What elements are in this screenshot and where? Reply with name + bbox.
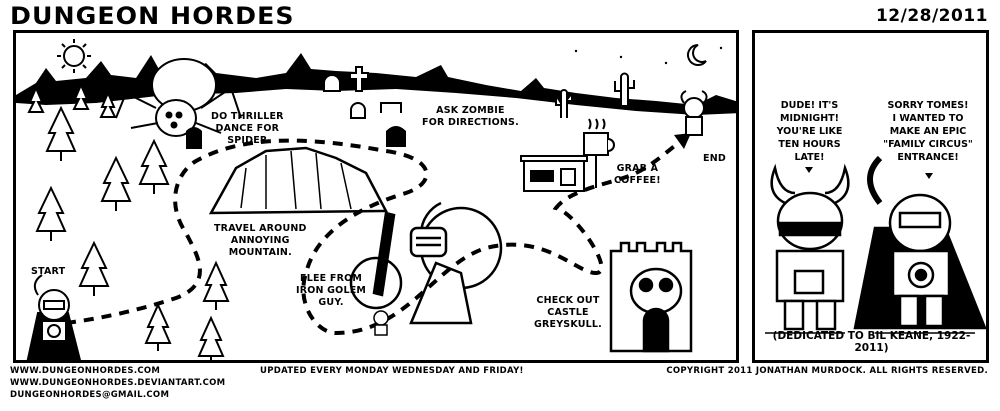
coffee-mug-sign (583, 118, 615, 188)
castle-greyskull (609, 241, 693, 353)
end-arrow (674, 133, 691, 149)
sun-icon (57, 39, 91, 73)
deviantart-link[interactable]: WWW.DUNGEONHORDES.DEVIANTART.COM (10, 378, 226, 388)
map-illustration (16, 39, 736, 360)
caption-golem: FLEE FROM IRON GOLEM GUY. (296, 273, 367, 308)
dialogue-panel: DUDE! IT'S MIDNIGHT! YOU'RE LIKE TEN HOU… (752, 30, 989, 363)
website-link[interactable]: WWW.DUNGEONHORDES.COM (10, 366, 161, 376)
caption-castle: CHECK OUT CASTLE GREYSKULL. (534, 295, 602, 330)
footer-links: WWW.DUNGEONHORDES.COM WWW.DUNGEONHORDES.… (10, 365, 225, 401)
update-schedule: UPDATED EVERY MONDAY WEDNESDAY AND FRIDA… (260, 366, 524, 376)
hills-silhouette (16, 53, 736, 115)
hero-character (853, 155, 986, 330)
zombie-character (386, 126, 406, 147)
speech-pointer-left (805, 167, 813, 173)
email-link[interactable]: DUNGEONHORDES@GMAIL.COM (10, 390, 170, 400)
spider-illustration (115, 58, 242, 137)
caption-zombie: ASK ZOMBIE FOR DIRECTIONS. (422, 105, 519, 128)
speech-pointer-right (925, 173, 933, 179)
viking-end (680, 90, 708, 136)
caption-spider: DO THRILLER DANCE FOR SPIDER (211, 111, 284, 146)
speech-left: DUDE! IT'S MIDNIGHT! YOU'RE LIKE TEN HOU… (776, 100, 843, 163)
copyright-notice: COPYRIGHT 2011 JONATHAN MURDOCK. ALL RIG… (666, 366, 988, 376)
hero-start (26, 274, 81, 360)
moon-icon (687, 44, 707, 66)
cacti (555, 72, 635, 118)
caption-mountain: TRAVEL AROUND ANNOYING MOUNTAIN. (214, 223, 307, 258)
map-panel: START DO THRILLER DANCE FOR SPIDER ASK Z… (13, 30, 739, 363)
travel-path (65, 138, 683, 336)
caption-coffee: GRAB A COFFEE! (614, 163, 661, 186)
coffee-shop (520, 155, 588, 192)
dedication-caption: (DEDICATED TO BIL KEANE, 1922-2011) (772, 330, 971, 354)
caption-end: END (703, 153, 726, 164)
graveyard (323, 66, 402, 119)
characters-illustration (765, 155, 986, 334)
trees (27, 82, 230, 360)
caption-start: START (31, 266, 66, 277)
speech-right: SORRY TOMES! I WANTED TO MAKE AN EPIC "F… (883, 100, 973, 163)
stars (574, 46, 723, 65)
comic-date: 12/28/2011 (875, 6, 988, 26)
dancer-character (186, 127, 202, 149)
small-hero (373, 310, 389, 336)
comic-title: DUNGEON HORDES (10, 2, 295, 30)
iron-golem-illustration (349, 201, 503, 325)
mountain (208, 146, 389, 215)
viking-character (770, 163, 850, 331)
